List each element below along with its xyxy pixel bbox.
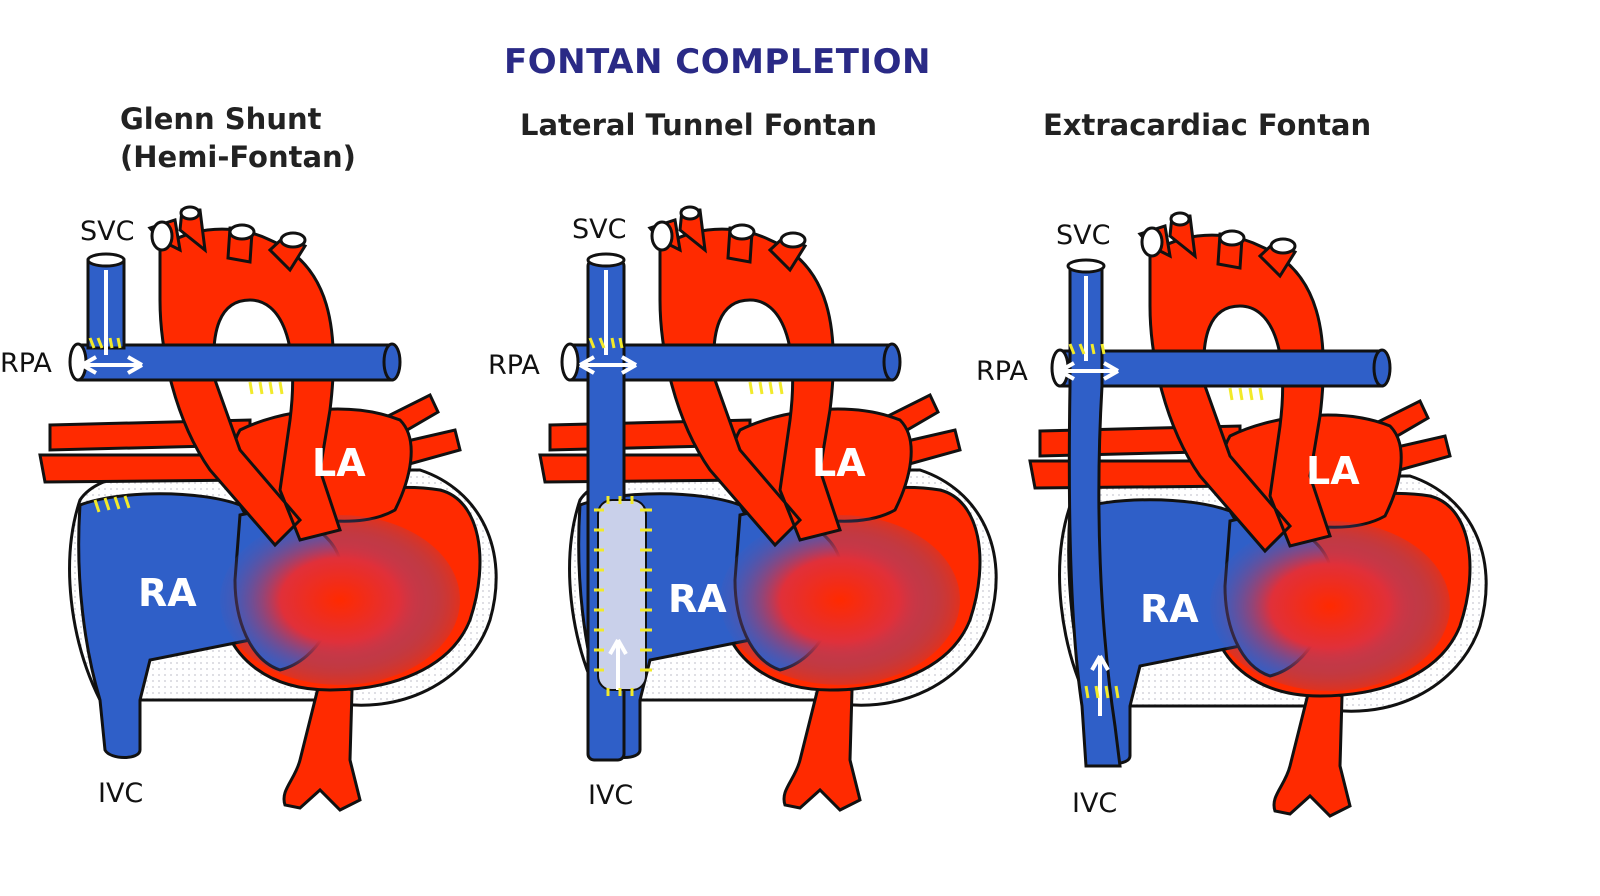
panel-extracardiac: SVC RPA LA RA IVC bbox=[976, 211, 1488, 819]
panel-title-glenn-line1: Glenn Shunt bbox=[120, 102, 322, 136]
panel-lateral-tunnel: SVC RPA LA RA IVC bbox=[488, 205, 998, 812]
main-title: FONTAN COMPLETION bbox=[504, 42, 931, 82]
label-ivc: IVC bbox=[1072, 788, 1117, 819]
panel-title-glenn: Glenn Shunt (Hemi-Fontan) bbox=[120, 100, 356, 176]
label-rpa: RPA bbox=[488, 350, 540, 381]
panel-title-glenn-line2: (Hemi-Fontan) bbox=[120, 140, 356, 174]
label-rpa: RPA bbox=[0, 348, 52, 379]
panel-title-lateral-tunnel: Lateral Tunnel Fontan bbox=[520, 106, 877, 144]
label-svc: SVC bbox=[572, 214, 626, 245]
label-ivc: IVC bbox=[98, 778, 143, 809]
label-svc: SVC bbox=[1056, 220, 1110, 251]
label-ra: RA bbox=[668, 577, 727, 621]
suture-marks bbox=[1068, 343, 1264, 699]
label-la: LA bbox=[312, 441, 366, 485]
label-la: LA bbox=[1306, 449, 1360, 493]
label-svc: SVC bbox=[80, 216, 134, 247]
panel-title-lateral-tunnel-line1: Lateral Tunnel Fontan bbox=[520, 108, 878, 142]
rpa-vessel bbox=[76, 343, 394, 382]
suture-marks bbox=[88, 337, 284, 513]
panel-title-extracardiac-line1: Extracardiac Fontan bbox=[1043, 108, 1372, 142]
label-ra: RA bbox=[138, 571, 197, 615]
label-rpa: RPA bbox=[976, 356, 1028, 387]
label-la: LA bbox=[812, 441, 866, 485]
label-ra: RA bbox=[1140, 587, 1199, 631]
extracardiac-conduit bbox=[1067, 264, 1122, 768]
panel-glenn: SVC RPA LA RA IVC bbox=[0, 205, 498, 812]
label-ivc: IVC bbox=[588, 780, 633, 811]
suture-marks bbox=[588, 337, 784, 696]
lateral-tunnel-baffle bbox=[597, 499, 647, 691]
panel-title-extracardiac: Extracardiac Fontan bbox=[1043, 106, 1371, 144]
